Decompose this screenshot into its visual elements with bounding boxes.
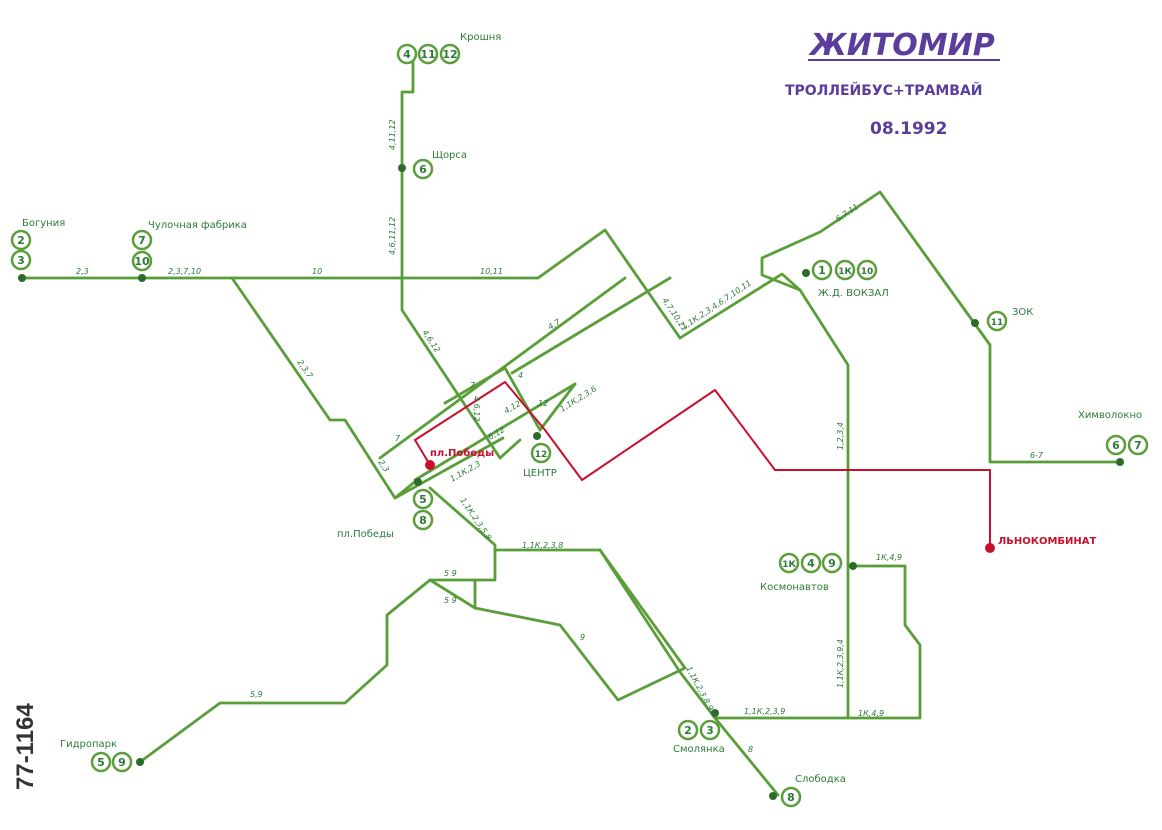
station-chulochnaya: Чулочная фабрика	[148, 220, 247, 231]
segment-label: 1,1К,2,3,9,4	[836, 639, 845, 688]
badges-centr: 12	[530, 442, 552, 464]
tram-line	[414, 381, 991, 548]
badges-smolyanka: 2 3	[677, 719, 721, 741]
map-title: ЖИТОМИР	[808, 28, 995, 63]
route-badge: 1	[818, 264, 826, 277]
route-badge: 11	[420, 48, 435, 61]
segment-label: 4	[518, 371, 523, 380]
badges-zok: 11	[986, 310, 1008, 332]
segment-label: 1,1К,2,3,8	[522, 541, 563, 550]
segment-label: 7	[470, 381, 476, 390]
segment-label: 8	[748, 745, 753, 754]
badges-chulochnaya: 7 10	[131, 229, 153, 272]
segment-label: 1,1К,2,3,4,6,7,10,11	[680, 278, 753, 331]
segment-label: 12	[538, 399, 548, 408]
route-badge: 2	[684, 724, 692, 737]
segment-label: 1,2,3,4	[836, 422, 845, 450]
segment-label: 1,1К,2,3,8,9	[684, 665, 715, 712]
route-badge: 8	[419, 514, 427, 527]
station-centr: ЦЕНТР	[523, 468, 557, 479]
station-kosmonavtov: Космонавтов	[760, 582, 829, 593]
station-zhd-vokzal: Ж.Д. ВОКЗАЛ	[818, 288, 889, 299]
segment-label: 2,3	[76, 267, 89, 276]
route-badge: 12	[442, 48, 457, 61]
station-pl-pobedy-tram: пл.Победы	[430, 447, 494, 459]
badges-slobodka: 8	[780, 786, 802, 808]
map-subtitle: ТРОЛЛЕЙБУС+ТРАМВАЙ	[785, 82, 983, 99]
route-badge: 7	[138, 234, 146, 247]
segment-label: 7	[395, 434, 401, 443]
route-badge: 2	[17, 234, 25, 247]
route-badge: 8	[787, 791, 795, 804]
map-date: 08.1992	[870, 119, 947, 139]
segment-label: 5 9	[444, 596, 457, 605]
segment-label: 1,1К,2,3	[449, 459, 483, 484]
route-badge: 9	[118, 756, 126, 769]
route-badge: 3	[706, 724, 714, 737]
badges-khimvolokno: 6 7	[1105, 434, 1149, 456]
segment-label: 1,1К,2,3,9	[744, 707, 785, 716]
route-badge: 11	[991, 318, 1004, 328]
segment-label: 5 9	[444, 569, 457, 578]
badges-zhd-vokzal: 1 1К 10	[811, 259, 878, 281]
route-badge: 4	[403, 48, 411, 61]
station-khimvolokno: Химволокно	[1078, 410, 1142, 421]
trolleybus-network	[20, 53, 1122, 797]
segment-label: 2,3,7	[295, 358, 315, 381]
route-badge: 6	[1112, 439, 1120, 452]
station-zok: ЗОК	[1012, 307, 1033, 318]
route-badge: 12	[535, 450, 548, 460]
station-pl-pobedy: пл.Победы	[337, 529, 394, 540]
segment-label: 4,12	[503, 399, 523, 416]
route-badge: 7	[1134, 439, 1142, 452]
segment-label: 6,7,11	[834, 202, 860, 224]
segment-label: 4,6,11,12	[388, 217, 397, 255]
station-shchorsa: Щорса	[432, 150, 467, 161]
route-badge: 10	[134, 255, 150, 268]
badges-pl-pobedy: 5 8	[412, 488, 434, 531]
station-gidropark: Гидропарк	[60, 739, 117, 750]
route-badge: 1К	[782, 560, 796, 570]
route-badge: 1К	[838, 267, 852, 277]
station-lnokombinat: ЛЬНОКОМБИНАТ	[998, 536, 1097, 547]
station-smolyanka: Смолянка	[673, 744, 725, 755]
segment-label: 9	[580, 633, 585, 642]
station-kroshnya: Крошня	[460, 32, 501, 43]
segment-label: 6-7	[1030, 451, 1044, 460]
route-badge: 4	[807, 557, 815, 570]
segment-label: 4,6,12	[472, 396, 481, 421]
segment-label: 4,7	[546, 317, 562, 332]
route-badge: 5	[419, 493, 427, 506]
badges-kroshnya: 4 11 12	[396, 43, 461, 65]
segment-label: 10,11	[480, 267, 503, 276]
segment-label: 4,11,12	[388, 119, 397, 150]
side-code: 77-1164	[12, 703, 39, 790]
station-slobodka: Слободка	[795, 774, 846, 785]
route-badge: 5	[97, 756, 105, 769]
route-badge: 9	[828, 557, 836, 570]
badges-kosmonavtov: 1К 4 9	[778, 552, 843, 574]
segment-label: 10	[312, 267, 322, 276]
segment-label: 1К,4,9	[876, 553, 902, 562]
station-bogunia: Богуния	[22, 218, 65, 229]
segment-label: 1К,4,9	[858, 709, 884, 718]
segment-label: 5,9	[250, 690, 263, 699]
badges-bogunia: 2 3	[10, 229, 32, 271]
route-badge: 6	[419, 163, 427, 176]
badges-shchorsa: 6	[412, 158, 434, 180]
route-badge: 10	[861, 267, 874, 277]
route-badge: 3	[17, 254, 25, 267]
segment-label: 2,3,7,10	[168, 267, 201, 276]
badges-gidropark: 5 9	[90, 751, 133, 773]
